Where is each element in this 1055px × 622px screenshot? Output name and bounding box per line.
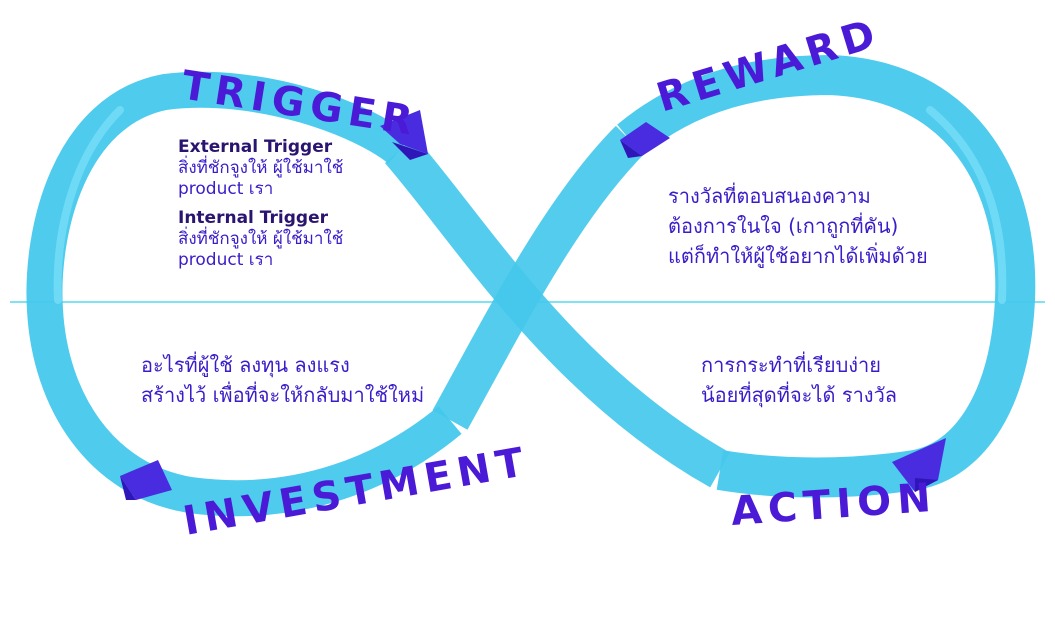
- internal-trigger-group: Internal Trigger สิ่งที่ชักจูงให้ ผู้ใช้…: [178, 208, 418, 271]
- arrow-cross-to-reward-icon: [620, 122, 670, 158]
- investment-line-1: อะไรที่ผู้ใช้ ลงทุน ลงแรง: [141, 353, 350, 377]
- external-trigger-heading: External Trigger: [178, 137, 333, 157]
- investment-line-2: สร้างไว้ เพื่อที่จะให้กลับมาใช้ใหม่: [141, 383, 425, 407]
- right-loop-band: [617, 54, 1036, 498]
- arrow-action-to-investment-icon: [120, 460, 172, 500]
- trigger-description: External Trigger สิ่งที่ชักจูงให้ ผู้ใช้…: [178, 137, 418, 279]
- cross-band-b: [432, 125, 645, 430]
- reward-line-3: แต่ก็ทำให้ผู้ใช้อยากได้เพิ่มด้วย: [668, 244, 928, 268]
- band-highlight-left: [53, 106, 124, 304]
- stage-title-investment: INVESTMENT: [180, 439, 533, 545]
- band-highlight-right: [926, 106, 1007, 304]
- internal-trigger-heading: Internal Trigger: [178, 208, 328, 228]
- arrow-reward-to-action-icon: [892, 438, 946, 492]
- left-loop-band: [26, 71, 462, 517]
- internal-trigger-line-1: สิ่งที่ชักจูงให้ ผู้ใช้มาใช้: [178, 229, 344, 249]
- investment-description: อะไรที่ผู้ใช้ ลงทุน ลงแรง สร้างไว้ เพื่อ…: [141, 350, 471, 410]
- action-line-2: น้อยที่สุดที่จะได้ รางวัล: [701, 383, 898, 407]
- reward-line-2: ต้องการในใจ (เกาถูกที่คัน): [668, 214, 899, 238]
- external-trigger-group: External Trigger สิ่งที่ชักจูงให้ ผู้ใช้…: [178, 137, 418, 200]
- action-line-1: การกระทำที่เรียบง่าย: [701, 353, 881, 377]
- stage-title-trigger: TRIGGER: [178, 62, 421, 145]
- reward-description: รางวัลที่ตอบสนองความ ต้องการในใจ (เกาถูก…: [668, 181, 988, 271]
- internal-trigger-line-2: product เรา: [178, 250, 274, 270]
- external-trigger-line-1: สิ่งที่ชักจูงให้ ผู้ใช้มาใช้: [178, 158, 344, 178]
- reward-line-1: รางวัลที่ตอบสนองความ: [668, 184, 871, 208]
- action-description: การกระทำที่เรียบง่าย น้อยที่สุดที่จะได้ …: [701, 350, 961, 410]
- external-trigger-line-2: product เรา: [178, 179, 274, 199]
- arrow-trigger-to-cross-icon: [380, 110, 428, 160]
